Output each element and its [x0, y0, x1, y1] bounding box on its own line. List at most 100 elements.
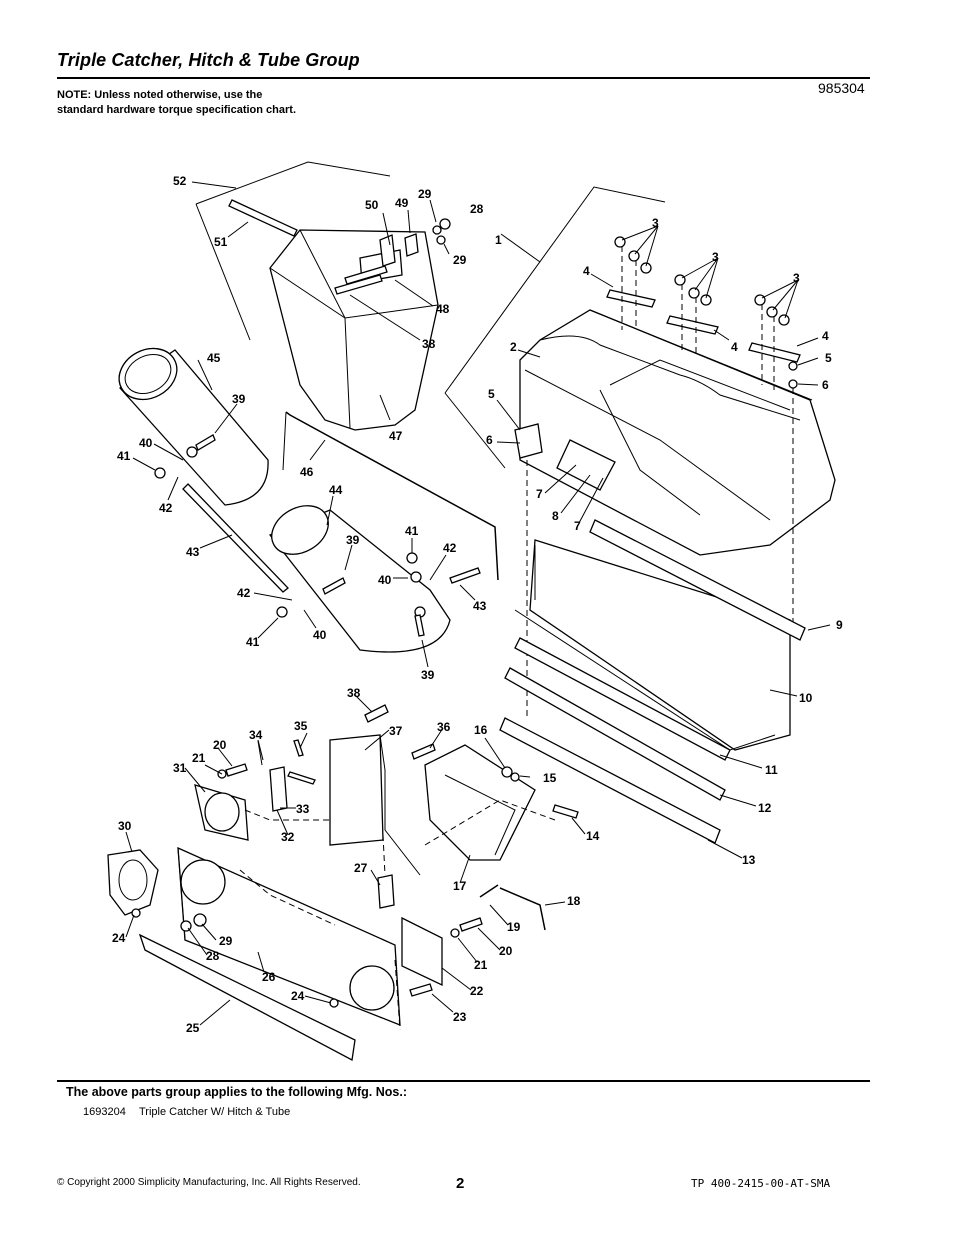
callout-38b: 38	[347, 686, 361, 700]
pin-33	[287, 771, 316, 785]
callout-32: 32	[281, 830, 295, 844]
header-rule	[57, 77, 870, 79]
side-plate-6	[514, 423, 543, 459]
page-title: Triple Catcher, Hitch & Tube Group	[57, 50, 360, 70]
callout-50: 50	[365, 198, 379, 212]
callout-34: 34	[249, 728, 263, 742]
strip-9	[589, 519, 806, 641]
page-number: 2	[456, 1175, 465, 1192]
callout-40c: 40	[313, 628, 327, 642]
callout-18: 18	[567, 894, 581, 908]
callout-22: 22	[470, 984, 484, 998]
plate-4b	[666, 315, 719, 335]
callout-5a: 5	[825, 351, 832, 365]
footer-rule	[57, 1080, 870, 1082]
callout-24a: 24	[112, 931, 126, 945]
callout-43a: 43	[186, 545, 200, 559]
callout-42c: 42	[237, 586, 251, 600]
bolt-36	[411, 743, 436, 760]
callout-16: 16	[474, 723, 488, 737]
washer-29	[193, 913, 207, 927]
pin-35	[293, 739, 304, 757]
callout-41a: 41	[117, 449, 131, 463]
callout-44: 44	[329, 483, 343, 497]
leader-lines	[125, 181, 831, 1026]
bolt-14	[552, 804, 579, 819]
applies-heading: The above parts group applies to the fol…	[66, 1085, 407, 1099]
callout-3a: 3	[652, 216, 659, 230]
hinge-bracket-49-50	[359, 233, 419, 283]
strip-12	[504, 667, 726, 801]
callout-28b: 28	[206, 949, 220, 963]
rod-43b	[449, 567, 481, 584]
callout-38a: 38	[422, 337, 436, 351]
pin-18	[499, 887, 546, 931]
callout-6a: 6	[822, 378, 829, 392]
callout-29a: 29	[418, 187, 432, 201]
callout-4c: 4	[822, 329, 829, 343]
hitch-bracket-17	[424, 744, 536, 861]
bolt-20	[459, 917, 483, 932]
callout-47: 47	[389, 429, 403, 443]
callout-36: 36	[437, 720, 451, 734]
callout-11: 11	[765, 763, 778, 777]
mount-plate-37	[329, 734, 421, 876]
callout-3b: 3	[712, 250, 719, 264]
callout-40a: 40	[139, 436, 153, 450]
group-bracket-52	[195, 161, 391, 205]
bracket-32	[269, 766, 288, 812]
callout-21b: 21	[192, 751, 206, 765]
hitch-frame-26	[177, 846, 401, 1026]
callout-37: 37	[389, 724, 403, 738]
hardware-39-40-41	[154, 434, 426, 637]
bolt-38	[364, 704, 389, 723]
mfg-number: 1693204	[83, 1106, 126, 1118]
rod-43	[182, 483, 289, 593]
torque-note: NOTE: Unless noted otherwise, use the st…	[57, 89, 297, 116]
callout-4b: 4	[731, 340, 738, 354]
callout-2: 2	[510, 340, 517, 354]
callout-41b: 41	[405, 524, 419, 538]
callout-39a: 39	[232, 392, 246, 406]
callout-15: 15	[543, 771, 557, 785]
callout-43b: 43	[473, 599, 487, 613]
callout-25: 25	[186, 1021, 200, 1035]
callout-33: 33	[296, 802, 310, 816]
callout-41c: 41	[246, 635, 260, 649]
callout-10: 10	[799, 691, 813, 705]
washer-15	[510, 772, 520, 782]
lower-tube-44	[268, 505, 451, 653]
collar-31	[194, 784, 249, 841]
callout-12: 12	[758, 801, 772, 815]
callout-8: 8	[552, 509, 559, 523]
callout-30: 30	[118, 819, 132, 833]
callout-51: 51	[214, 235, 228, 249]
callout-35: 35	[294, 719, 308, 733]
callout-49: 49	[395, 196, 409, 210]
callout-7b: 7	[574, 519, 581, 533]
callout-20a: 20	[499, 944, 513, 958]
washer-set-28-29	[432, 218, 451, 245]
strip-13	[499, 717, 721, 844]
catcher-lid-2	[519, 309, 836, 556]
callout-28a: 28	[470, 202, 484, 216]
callout-5b: 5	[488, 387, 495, 401]
callout-46: 46	[300, 465, 314, 479]
callout-4a: 4	[583, 264, 590, 278]
callout-45: 45	[207, 351, 221, 365]
callout-1: 1	[495, 233, 502, 247]
callout-3c: 3	[793, 271, 800, 285]
document-code: TP 400-2415-00-AT-SMA	[691, 1177, 831, 1190]
callout-29b: 29	[453, 253, 467, 267]
callout-42b: 42	[443, 541, 457, 555]
strip-11	[514, 637, 731, 761]
callout-27: 27	[354, 861, 368, 875]
bolt-23	[409, 983, 433, 997]
callout-17: 17	[453, 879, 467, 893]
plate-25	[138, 933, 356, 1062]
nut-24b	[329, 998, 339, 1008]
bolts-48	[334, 265, 388, 295]
callout-24b: 24	[291, 989, 305, 1003]
callout-6b: 6	[486, 433, 493, 447]
